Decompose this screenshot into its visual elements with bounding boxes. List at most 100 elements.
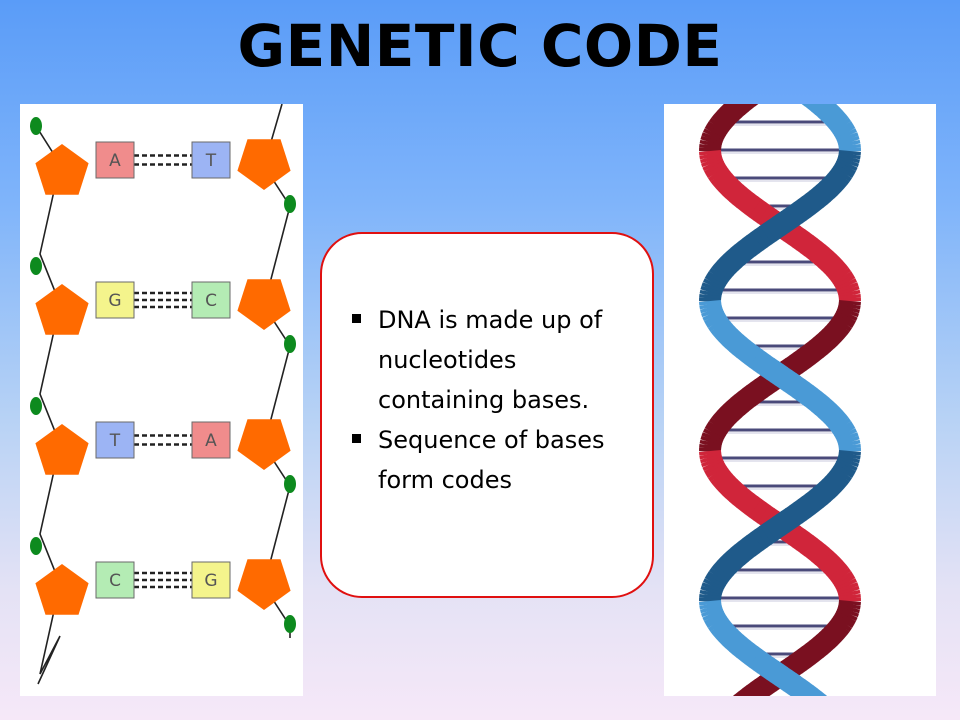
helix-red-strand <box>723 104 743 121</box>
pentagon-sugar-icon <box>237 279 291 330</box>
helix-blue-strand <box>827 470 847 489</box>
helix-blue-strand <box>730 244 749 265</box>
helix-blue-strand <box>837 454 860 464</box>
helix-blue-strand <box>742 535 760 557</box>
helix-red-strand <box>814 547 834 568</box>
helix-blue-strand <box>770 363 788 386</box>
helix-red-strand <box>835 278 857 292</box>
phosphate-dot-icon <box>284 335 296 353</box>
helix-blue-strand <box>761 657 780 680</box>
helix-red-strand <box>803 538 822 560</box>
helix-blue-strand <box>809 187 828 209</box>
helix-red-strand <box>835 578 857 592</box>
helix-blue-strand <box>814 397 834 418</box>
helix-red-strand <box>699 152 722 160</box>
helix-red-strand <box>754 675 773 696</box>
helix-red-strand <box>715 473 736 493</box>
helix-red-strand <box>827 320 847 339</box>
helix-blue-strand <box>765 660 784 683</box>
helix-blue-strand <box>699 602 722 610</box>
helix-blue-strand <box>725 631 745 652</box>
helix-blue-strand <box>838 452 861 460</box>
phosphate-dot-icon <box>284 615 296 633</box>
helix-red-strand <box>704 424 726 439</box>
helix-blue-strand <box>779 369 797 392</box>
helix-blue-strand <box>713 620 733 639</box>
helix-red-strand <box>758 672 777 695</box>
helix-red-strand <box>715 173 736 193</box>
helix-red-strand <box>838 602 861 610</box>
helix-blue-strand <box>744 346 763 368</box>
helix-red-strand <box>736 190 755 212</box>
helix-red-strand <box>713 470 733 489</box>
pentagon-sugar-icon <box>237 139 291 190</box>
helix-red-strand <box>827 620 847 639</box>
helix-blue-strand <box>710 318 731 336</box>
helix-blue-strand <box>787 375 806 398</box>
helix-blue-strand <box>824 173 845 193</box>
helix-blue-strand <box>732 337 751 359</box>
helix-blue-strand <box>827 170 847 189</box>
bullet-list: DNA is made up of nucleotides containing… <box>350 300 650 500</box>
helix-blue-strand <box>716 557 737 577</box>
left-base-label: A <box>109 151 121 171</box>
helix-blue-strand <box>833 463 855 479</box>
helix-blue-strand <box>815 481 835 502</box>
helix-blue-strand <box>742 235 760 257</box>
helix-red-strand <box>834 310 856 325</box>
helix-red-strand <box>834 274 856 289</box>
helix-blue-strand <box>752 352 771 374</box>
helix-blue-strand <box>801 493 820 515</box>
helix-blue-strand <box>815 181 835 202</box>
helix-blue-strand <box>822 476 842 496</box>
helix-blue-strand <box>700 304 723 314</box>
helix-blue-strand <box>796 382 814 404</box>
helix-blue-strand <box>736 340 755 362</box>
helix-red-strand <box>702 158 725 172</box>
helix-blue-strand <box>706 271 728 287</box>
helix-blue-strand <box>738 538 757 560</box>
helix-blue-strand <box>750 229 769 251</box>
helix-red-strand <box>838 589 861 598</box>
helix-blue-strand <box>728 634 748 655</box>
helix-blue-strand <box>723 550 743 571</box>
helix-red-strand <box>720 404 740 424</box>
helix-blue-strand <box>703 278 725 292</box>
helix-red-strand <box>824 623 845 643</box>
helix-red-strand <box>797 646 816 668</box>
helix-red-strand <box>831 615 852 632</box>
helix-red-strand <box>699 439 722 448</box>
right-base-label: G <box>204 571 217 591</box>
helix-blue-strand <box>718 326 738 346</box>
helix-blue-strand <box>704 574 726 589</box>
helix-red-strand <box>812 334 832 355</box>
helix-blue-strand <box>783 672 802 695</box>
helix-red-strand <box>817 550 837 571</box>
phosphate-dot-icon <box>284 475 296 493</box>
helix-blue-strand <box>715 323 736 343</box>
helix-blue-strand <box>838 139 861 148</box>
helix-red-strand <box>796 532 814 554</box>
helix-blue-strand <box>748 649 767 671</box>
helix-blue-strand <box>835 458 858 472</box>
helix-blue-strand <box>835 158 858 172</box>
helix-red-strand <box>704 160 726 175</box>
helix-blue-strand <box>831 465 852 482</box>
helix-red-strand <box>700 456 724 468</box>
helix-red-strand <box>701 432 724 444</box>
helix-blue-strand <box>761 357 780 380</box>
helix-blue-strand <box>828 114 849 132</box>
helix-red-strand <box>787 225 806 248</box>
helix-blue-strand <box>758 522 777 545</box>
phosphate-dot-icon <box>284 195 296 213</box>
helix-red-strand <box>838 302 861 310</box>
helix-red-strand <box>746 382 764 404</box>
helix-red-strand <box>714 410 734 429</box>
helix-blue-strand <box>708 567 730 584</box>
right-base-box <box>191 141 231 179</box>
helix-blue-strand <box>740 643 759 665</box>
helix-blue-strand <box>809 487 828 509</box>
helix-red-strand <box>729 104 746 118</box>
helix-red-strand <box>836 582 859 594</box>
